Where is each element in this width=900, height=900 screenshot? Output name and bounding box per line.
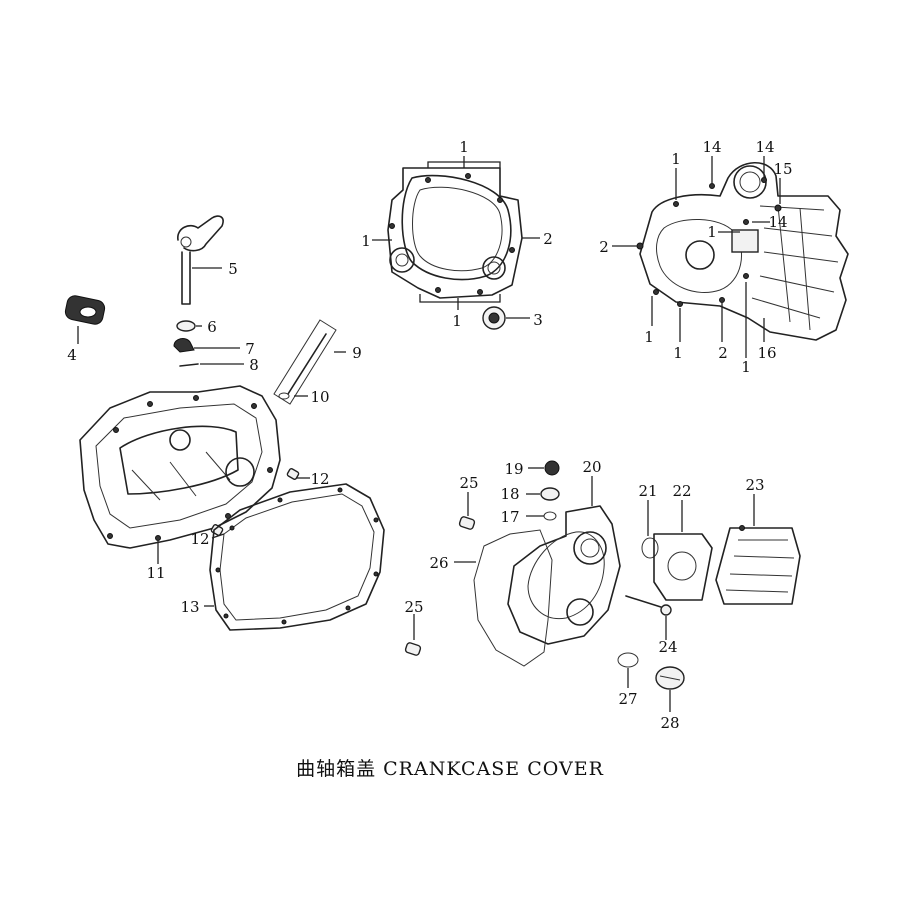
- crankcase-leaders: [157, 477, 310, 607]
- callout-18: 18: [500, 485, 519, 503]
- callout-1c: 1: [452, 312, 462, 330]
- magneto-leaders: [413, 467, 755, 712]
- callout-12b: 12: [190, 530, 209, 548]
- callout-14c: 14: [768, 213, 787, 231]
- callout-13: 13: [180, 598, 199, 616]
- shaft-leaders: [77, 267, 346, 397]
- callout-1a: 1: [459, 138, 469, 156]
- magneto-cover-assembly: [404, 460, 801, 690]
- callout-7: 7: [245, 340, 255, 358]
- callout-2c: 2: [718, 344, 728, 362]
- callout-5: 5: [228, 260, 238, 278]
- callout-1h: 1: [741, 358, 751, 376]
- clutch-cover-assembly: [387, 167, 523, 330]
- callout-1f: 1: [644, 328, 654, 346]
- callout-1d: 1: [671, 150, 681, 168]
- callout-8: 8: [249, 356, 259, 374]
- callout-22: 22: [672, 482, 691, 500]
- callout-9: 9: [352, 344, 362, 362]
- callout-27: 27: [618, 690, 637, 708]
- callout-17: 17: [500, 508, 519, 526]
- callout-14a: 14: [702, 138, 721, 156]
- gasket: [209, 483, 385, 631]
- left-crankcase-cover: [79, 385, 300, 549]
- callout-19: 19: [504, 460, 523, 478]
- callout-28: 28: [660, 714, 679, 732]
- callout-14b: 14: [755, 138, 774, 156]
- callout-21: 21: [638, 482, 657, 500]
- callout-24: 24: [658, 638, 677, 656]
- shaft-parts: [64, 215, 337, 405]
- callout-12a: 12: [310, 470, 329, 488]
- callout-6: 6: [207, 318, 217, 336]
- callout-11: 11: [146, 564, 165, 582]
- callout-2a: 2: [543, 230, 553, 248]
- callout-23: 23: [745, 476, 764, 494]
- callout-1g: 1: [673, 344, 683, 362]
- callout-15: 15: [773, 160, 792, 178]
- callout-3: 3: [533, 311, 543, 329]
- callout-4: 4: [67, 346, 77, 364]
- callout-1b: 1: [361, 232, 371, 250]
- callout-16: 16: [757, 344, 776, 362]
- callout-26: 26: [429, 554, 448, 572]
- callout-20: 20: [582, 458, 601, 476]
- right-cover-leaders: [612, 156, 781, 358]
- callout-10: 10: [310, 388, 329, 406]
- callout-25a: 25: [459, 474, 478, 492]
- callout-1e: 1: [707, 223, 717, 241]
- callout-2b: 2: [599, 238, 609, 256]
- right-cover-assembly: [636, 162, 849, 341]
- callout-25b: 25: [404, 598, 423, 616]
- diagram-caption: 曲轴箱盖 CRANKCASE COVER: [296, 758, 604, 780]
- clutch-cover-leaders: [372, 156, 540, 319]
